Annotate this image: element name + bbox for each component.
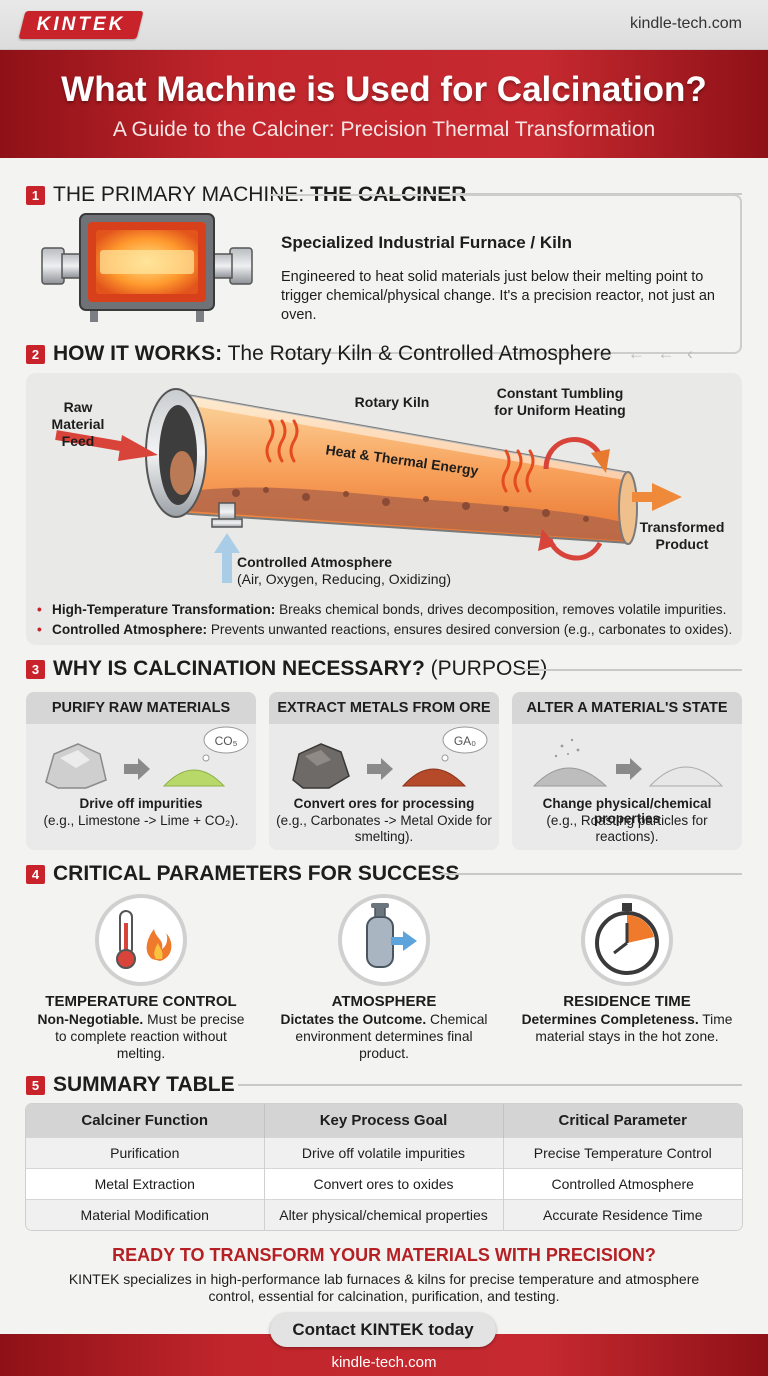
section-1-frame xyxy=(270,194,742,354)
section-title: WHY IS CALCINATION NECESSARY? (PURPOSE) xyxy=(53,657,548,680)
param-temperature: TEMPERATURE CONTROL Non-Negotiable. Must… xyxy=(31,893,251,1062)
table-cell: Alter physical/chemical properties xyxy=(264,1198,504,1230)
section-4-heading: 4 CRITICAL PARAMETERS FOR SUCCESS xyxy=(26,862,459,886)
site-url-bottom[interactable]: kindle-tech.com xyxy=(331,1354,437,1371)
param-title: TEMPERATURE CONTROL xyxy=(45,993,237,1010)
section-number: 2 xyxy=(26,344,45,364)
card-description: (e.g., Carbonates -> Metal Oxide for sme… xyxy=(276,813,492,844)
limestone-to-lime-icon: CO₅ xyxy=(45,726,249,789)
table-header: Key Process Goal xyxy=(264,1104,504,1137)
card-description: (e.g., Roasting particles for reactions)… xyxy=(546,813,708,844)
bullet-item: Controlled Atmosphere: Prevents unwanted… xyxy=(36,620,740,640)
table-header: Calciner Function xyxy=(26,1104,265,1137)
section-number: 5 xyxy=(26,1075,45,1095)
param-description: Dictates the Outcome. Chemical environme… xyxy=(280,1012,488,1061)
rotary-kiln-diagram xyxy=(55,388,682,583)
section-title: CRITICAL PARAMETERS FOR SUCCESS xyxy=(53,862,460,885)
section-2-heading: 2 HOW IT WORKS: The Rotary Kiln & Contro… xyxy=(26,342,612,366)
section-number: 1 xyxy=(26,185,45,205)
ore-to-oxide-icon: GA₀ xyxy=(292,726,488,789)
calciner-description: Engineered to heat solid materials just … xyxy=(281,269,715,323)
page-subtitle: A Guide to the Calciner: Precision Therm… xyxy=(112,118,656,141)
label-constant-tumbling: Constant Tumbling for Uniform Heating xyxy=(494,385,626,418)
timer-icon xyxy=(581,894,673,986)
powder-transformation-icon xyxy=(532,738,724,787)
card-heading: PURIFY RAW MATERIALS xyxy=(26,692,256,724)
divider xyxy=(238,1084,742,1086)
label-controlled-atmosphere: Controlled Atmosphere xyxy=(237,554,393,570)
divider xyxy=(440,873,742,875)
purpose-card-alter: ALTER A MATERIAL'S STATE Change physical… xyxy=(512,692,742,850)
label-raw-material-feed: Raw Material Feed xyxy=(51,399,105,449)
label-rotary-kiln: Rotary Kiln xyxy=(354,394,430,410)
table-row: Purification Drive off volatile impuriti… xyxy=(26,1136,742,1168)
cta-description: KINTEK specializes in high-performance l… xyxy=(68,1271,700,1304)
table-row: Metal Extraction Convert ores to oxides … xyxy=(26,1167,742,1199)
card-title: Convert ores for processing xyxy=(293,796,475,811)
param-residence-time: RESIDENCE TIME Determines Completeness. … xyxy=(517,893,737,1045)
header-banner: What Machine is Used for Calcination? A … xyxy=(0,50,768,158)
table-header-row: Calciner Function Key Process Goal Criti… xyxy=(26,1104,742,1137)
gas-cylinder-icon xyxy=(338,894,430,986)
table-cell: Convert ores to oxides xyxy=(264,1167,504,1199)
label-transformed-product: Transformed Product xyxy=(639,519,725,552)
param-description: Determines Completeness. Time material s… xyxy=(521,1012,733,1044)
ga-bubble-text: GA₀ xyxy=(454,734,476,748)
calciner-furnace-illustration xyxy=(41,213,253,322)
section-5-heading: 5 SUMMARY TABLE xyxy=(26,1073,235,1097)
table-cell: Metal Extraction xyxy=(26,1167,265,1199)
param-atmosphere: ATMOSPHERE Dictates the Outcome. Chemica… xyxy=(274,893,494,1062)
summary-table: Calciner Function Key Process Goal Criti… xyxy=(26,1104,742,1230)
table-cell: Accurate Residence Time xyxy=(503,1198,742,1230)
calciner-subtitle: Specialized Industrial Furnace / Kiln xyxy=(281,233,572,252)
page-title: What Machine is Used for Calcination? xyxy=(61,70,707,109)
table-cell: Precise Temperature Control xyxy=(503,1136,742,1168)
param-title: ATMOSPHERE xyxy=(331,993,437,1010)
table-cell: Purification xyxy=(26,1136,265,1168)
section-title: HOW IT WORKS: The Rotary Kiln & Controll… xyxy=(53,342,612,365)
section-number: 4 xyxy=(26,864,45,884)
card-heading: EXTRACT METALS FROM ORE xyxy=(269,692,499,724)
param-description: Non-Negotiable. Must be precise to compl… xyxy=(37,1012,245,1061)
site-url-top[interactable]: kindle-tech.com xyxy=(629,15,742,32)
param-title: RESIDENCE TIME xyxy=(563,993,691,1010)
table-cell: Material Modification xyxy=(26,1198,265,1230)
divider xyxy=(523,669,742,671)
thermometer-flame-icon xyxy=(95,894,187,986)
kintek-logo[interactable]: KINTEK xyxy=(18,11,144,39)
contact-button[interactable]: Contact KINTEK today xyxy=(270,1313,496,1347)
cta-title: READY TO TRANSFORM YOUR MATERIALS WITH P… xyxy=(112,1245,656,1265)
kiln-bullets: High-Temperature Transformation: Breaks … xyxy=(36,600,740,640)
table-cell: Controlled Atmosphere xyxy=(503,1167,742,1199)
card-heading: ALTER A MATERIAL'S STATE xyxy=(512,692,742,724)
card-title: Change physical/chemical properties xyxy=(542,796,712,826)
table-cell: Drive off volatile impurities xyxy=(264,1136,504,1168)
card-description: (e.g., Limestone -> Lime + CO₂). xyxy=(43,813,239,828)
card-title: Drive off impurities xyxy=(79,796,203,811)
co2-bubble-text: CO₅ xyxy=(215,734,238,748)
table-header: Critical Parameter xyxy=(503,1104,742,1137)
bullet-item: High-Temperature Transformation: Breaks … xyxy=(36,600,740,620)
section-title: SUMMARY TABLE xyxy=(53,1073,235,1096)
table-row: Material Modification Alter physical/che… xyxy=(26,1198,742,1230)
label-atmosphere-types: (Air, Oxygen, Reducing, Oxidizing) xyxy=(237,571,451,587)
purpose-card-purify: PURIFY RAW MATERIALS CO₅ Drive off impur… xyxy=(26,692,256,850)
purpose-card-extract: EXTRACT METALS FROM ORE GA₀ Convert ores… xyxy=(269,692,499,850)
section-3-heading: 3 WHY IS CALCINATION NECESSARY? (PURPOSE… xyxy=(26,657,547,681)
section-number: 3 xyxy=(26,659,45,679)
arrows-decoration: ← ← ← ‹ xyxy=(598,344,697,363)
top-bar: KINTEK kindle-tech.com xyxy=(0,0,768,50)
